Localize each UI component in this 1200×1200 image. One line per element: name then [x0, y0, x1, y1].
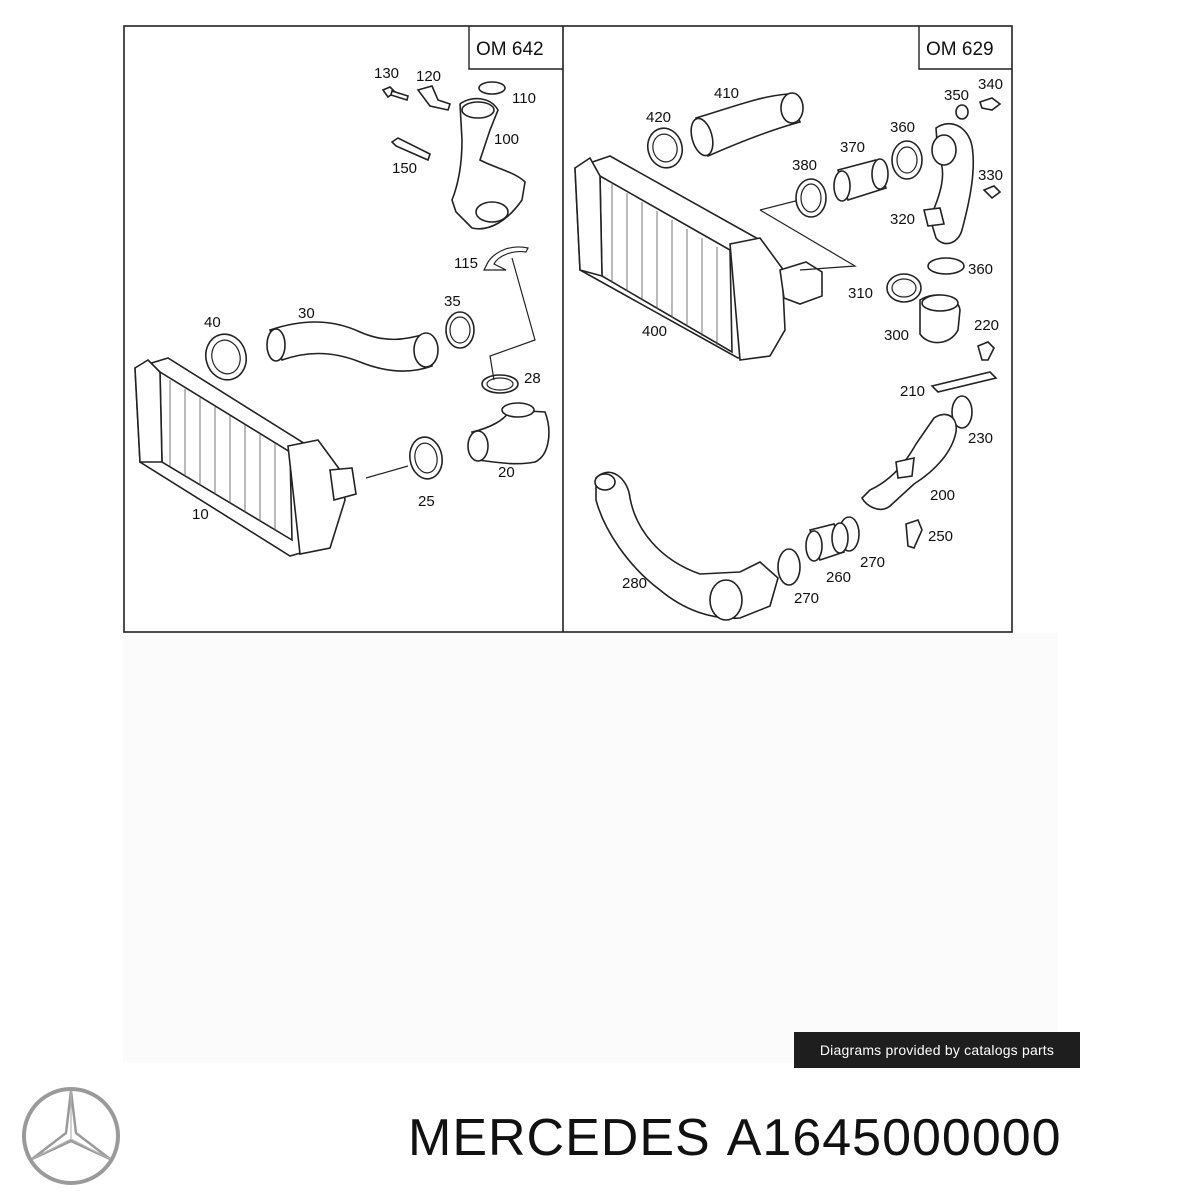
callout-label-320: 320 [890, 211, 915, 228]
callout-label-380: 380 [792, 157, 817, 174]
product-title: MERCEDES A1645000000 [408, 1108, 1078, 1168]
part-20-elbow [467, 402, 550, 465]
part-210-bracket [930, 371, 998, 393]
callout-label-360: 360 [890, 119, 915, 136]
part-25-clamp [409, 436, 443, 480]
callout-label-25: 25 [418, 493, 435, 510]
parts-diagram: OM 642 OM 629 [123, 25, 1013, 633]
callout-label-210: 210 [900, 383, 925, 400]
part-120-bracket [416, 85, 452, 111]
part-150-bolt [390, 137, 431, 162]
part-28-seal [481, 374, 519, 394]
callout-label-400: 400 [642, 323, 667, 340]
callout-label-420: 420 [646, 109, 671, 126]
part-40-clamp [204, 333, 248, 381]
mercedes-star-icon [20, 1085, 122, 1187]
callout-label-220: 220 [974, 317, 999, 334]
callout-label-270: 270 [794, 590, 819, 607]
part-115-clip [483, 246, 529, 271]
part-250-bolt [905, 519, 923, 549]
part-330-bolt [982, 185, 1002, 200]
part-10-intercooler [134, 357, 357, 557]
leader-10-25 [365, 465, 409, 479]
diagram-frame [123, 25, 1013, 633]
callout-label-340: 340 [978, 76, 1003, 93]
callout-label-130: 130 [374, 65, 399, 82]
part-270-ring-lower [777, 548, 801, 586]
part-360-clamp-upper [891, 140, 923, 180]
callout-label-370: 370 [840, 139, 865, 156]
callout-label-28: 28 [524, 370, 541, 387]
callout-label-120: 120 [416, 68, 441, 85]
part-320-pipe [923, 122, 975, 245]
part-420-clamp [646, 127, 684, 169]
callout-label-410: 410 [714, 85, 739, 102]
callout-label-35: 35 [444, 293, 461, 310]
callout-label-20: 20 [498, 464, 515, 481]
brand-name: MERCEDES [408, 1109, 711, 1167]
part-35-ring [445, 311, 475, 349]
callout-label-40: 40 [204, 314, 221, 331]
callout-label-300: 300 [884, 327, 909, 344]
callout-label-30: 30 [298, 305, 315, 322]
callout-label-115: 115 [454, 255, 478, 272]
part-230-ring [951, 395, 973, 429]
part-380-clamp [795, 178, 827, 218]
callout-label-310: 310 [848, 285, 873, 302]
svg-text:OM 629: OM 629 [926, 39, 994, 60]
svg-text:OM 642: OM 642 [476, 39, 544, 60]
callout-label-360: 360 [968, 261, 993, 278]
panel-label-om629: OM 629 [918, 26, 1012, 70]
part-410-hose [690, 92, 804, 158]
part-350-washer [955, 104, 969, 120]
part-200-pipe [861, 413, 957, 511]
callout-label-100: 100 [494, 131, 519, 148]
part-280-pipe [594, 471, 779, 621]
part-340-bolt [978, 97, 1002, 111]
part-100-throttle [451, 97, 526, 230]
leader-115-28 [489, 257, 536, 381]
callout-label-10: 10 [192, 506, 209, 523]
callout-label-280: 280 [622, 575, 647, 592]
part-220-bolt [977, 341, 995, 361]
callout-label-110: 110 [512, 90, 536, 107]
callout-label-150: 150 [392, 160, 417, 177]
callout-label-200: 200 [930, 487, 955, 504]
part-310-clamp [886, 273, 922, 303]
callout-label-230: 230 [968, 430, 993, 447]
part-360-clamp-lower [927, 257, 965, 275]
callout-label-250: 250 [928, 528, 953, 545]
part-260-sleeve [805, 522, 849, 562]
panel-label-om642: OM 642 [468, 26, 563, 70]
callout-label-350: 350 [944, 87, 969, 104]
part-110-oring [478, 81, 506, 95]
part-number: A1645000000 [726, 1109, 1062, 1167]
image-background [123, 633, 1058, 1063]
diagram-credit-banner: Diagrams provided by catalogs parts [794, 1032, 1080, 1068]
part-130-bolt [381, 86, 409, 102]
callout-label-270: 270 [860, 554, 885, 571]
callout-label-330: 330 [978, 167, 1003, 184]
part-370-sleeve [833, 158, 889, 202]
callout-label-260: 260 [826, 569, 851, 586]
part-30-hose [266, 321, 439, 372]
part-300-elbow [919, 294, 961, 344]
part-400-intercooler [574, 155, 823, 361]
